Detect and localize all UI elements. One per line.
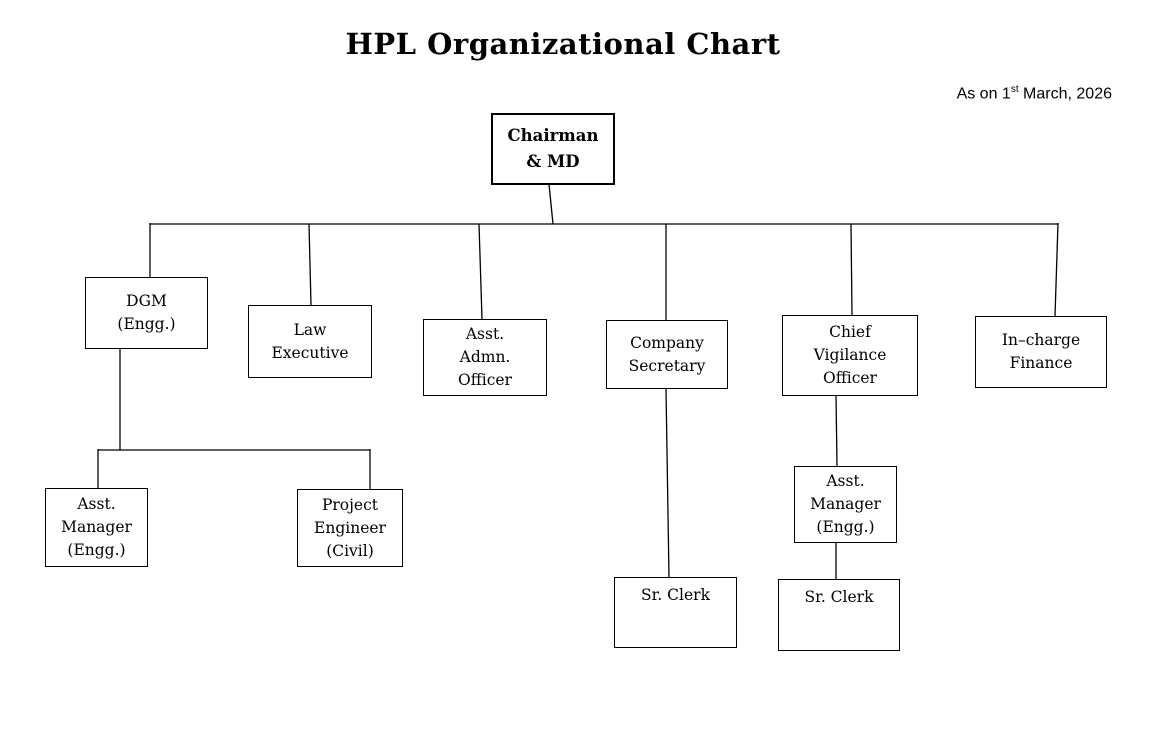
- org-node-asst-manager-engg-under-cvo: Asst. Manager (Engg.): [794, 466, 897, 543]
- connector-drop-chief-vigilance-officer: [850, 223, 853, 316]
- page-title: HPL Organizational Chart: [345, 27, 781, 61]
- connector-drop-incharge-finance: [1054, 222, 1059, 317]
- as-on-date-note: As on 1st March, 2026: [957, 84, 1112, 103]
- org-node-asst-manager-engg-under-dgm: Asst. Manager (Engg.): [45, 488, 148, 567]
- org-node-project-engineer-civil: Project Engineer (Civil): [297, 489, 403, 567]
- connector-cvo-to-asst-manager: [835, 394, 838, 467]
- org-node-law-executive: Law Executive: [248, 305, 372, 378]
- org-node-incharge-finance: In–charge Finance: [975, 316, 1107, 388]
- connector-drop-law-executive: [308, 223, 312, 306]
- org-node-asst-admn-officer: Asst. Admn. Officer: [423, 319, 547, 396]
- org-node-company-secretary: Company Secretary: [606, 320, 728, 389]
- org-node-chairman-md: Chairman & MD: [491, 113, 615, 185]
- date-note-suffix: March, 2026: [1018, 85, 1112, 103]
- date-note-ordinal-superscript: st: [1010, 84, 1019, 95]
- org-node-chief-vigilance-officer: Chief Vigilance Officer: [782, 315, 918, 396]
- org-node-sr-clerk-under-company-secretary: Sr. Clerk: [614, 577, 737, 648]
- connector-drop-asst-admn-officer: [478, 223, 483, 320]
- connector-chairman-drop: [548, 183, 554, 225]
- org-node-dgm-engg: DGM (Engg.): [85, 277, 208, 349]
- org-node-sr-clerk-under-asst-manager: Sr. Clerk: [778, 579, 900, 651]
- date-note-prefix: As on 1: [956, 85, 1011, 103]
- connector-company-secretary-to-sr-clerk: [665, 388, 670, 578]
